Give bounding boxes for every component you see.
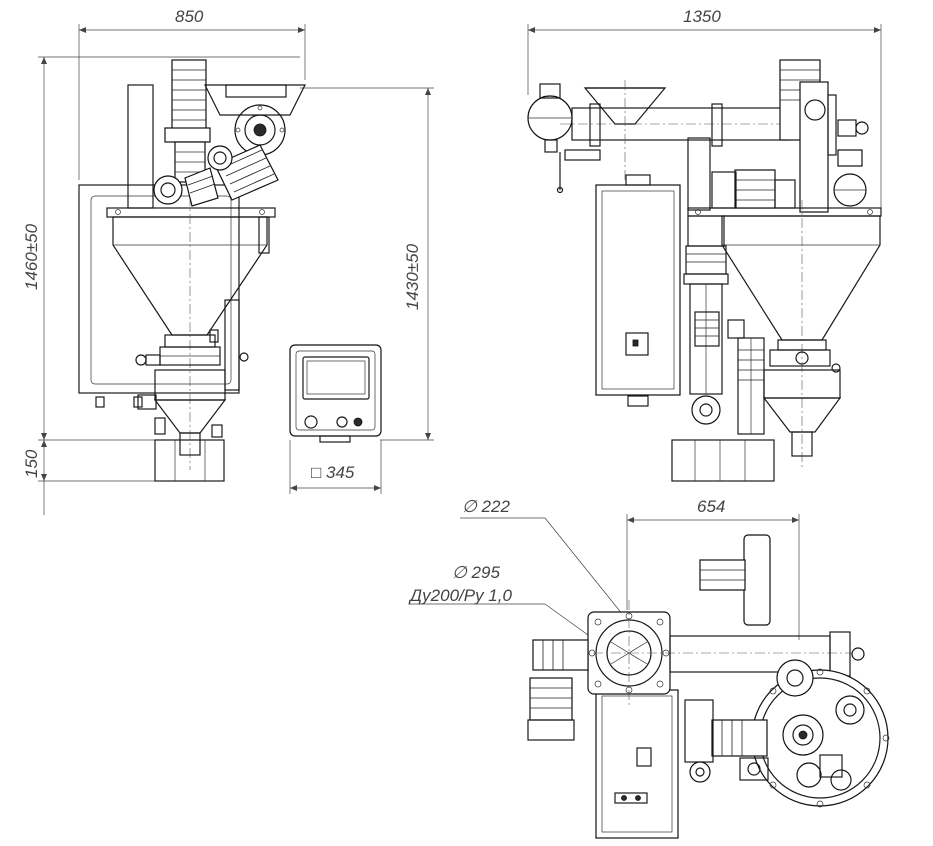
dim-345-label: □ 345: [311, 463, 355, 482]
dim-1430: 1430±50: [300, 87, 434, 441]
front-motor: [171, 59, 207, 131]
top-cabinet: [595, 689, 679, 839]
dim-1430-label: 1430±50: [403, 243, 422, 310]
front-guide-column: [127, 84, 154, 209]
top-upper-motor: [699, 559, 746, 591]
front-cabinet: [78, 184, 240, 394]
top-left-gearbox: [529, 677, 573, 721]
panel-screen: [302, 356, 370, 400]
panel-button: [336, 416, 348, 428]
panel-button: [304, 415, 318, 429]
panel-housing: [289, 344, 382, 437]
top-view: 654 ∅ 222 ∅ 295 Ду200/Ру 1,0: [408, 497, 890, 839]
top-upper-bracket: [743, 534, 771, 626]
dim-150: 150: [22, 440, 160, 515]
dim-1460-label: 1460±50: [22, 223, 41, 290]
dim-654-label: 654: [697, 497, 725, 516]
flange-spec-label: Ду200/Ру 1,0: [408, 586, 512, 605]
front-frame-plate: [106, 207, 276, 218]
control-panel-view: □ 345: [289, 344, 382, 494]
top-left-motor: [532, 639, 589, 671]
front-view: 850 1460±50 150 1430±50: [22, 7, 434, 515]
dim-850: 850: [78, 7, 306, 180]
side-hopper: [721, 215, 881, 341]
top-gear-motor: [711, 719, 768, 757]
dim-1350-label: 1350: [683, 7, 721, 26]
dim-295-label: ∅ 295: [452, 563, 500, 582]
cabinet-lock: [625, 332, 649, 356]
dim-1460: 1460±50: [22, 56, 300, 441]
side-view: 1350: [527, 7, 882, 482]
side-frame-plate: [687, 207, 882, 217]
side-base: [671, 439, 775, 482]
dim-222-label: ∅ 222: [462, 497, 510, 516]
side-gearbox: [734, 169, 776, 209]
front-base: [154, 439, 225, 482]
side-cabinet: [595, 184, 681, 396]
dim-850-label: 850: [175, 7, 204, 26]
dim-150-label: 150: [22, 449, 41, 478]
